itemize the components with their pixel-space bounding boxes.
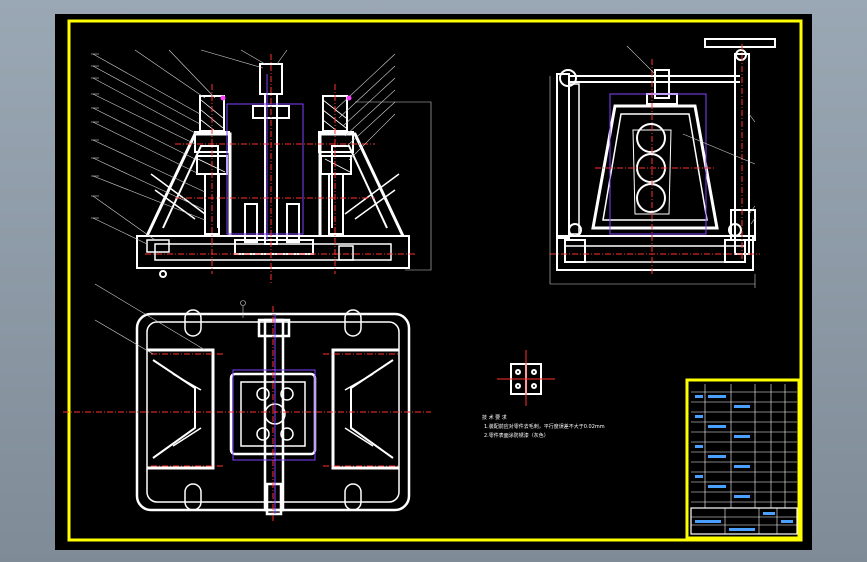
front-view xyxy=(136,63,410,278)
top-centerlines xyxy=(63,306,431,522)
assembly-drawing xyxy=(63,19,803,542)
cad-drawing-viewport[interactable]: 技 术 要 求 1.装配前应对零件去毛刺，平行度误差不大于0.02mm 2.零件… xyxy=(55,14,812,550)
top-leader-lines xyxy=(94,283,246,355)
top-hidden-lines xyxy=(232,314,316,514)
front-marker-left xyxy=(220,95,226,101)
detail-centerlines xyxy=(497,350,555,406)
front-hatching xyxy=(197,99,351,173)
side-leader-lines xyxy=(549,45,756,288)
technical-requirements-title: 技 术 要 求 xyxy=(482,415,507,421)
front-hidden-lines xyxy=(226,74,304,240)
side-centerlines xyxy=(550,44,760,276)
front-leader-lines xyxy=(91,49,432,271)
side-view xyxy=(556,38,776,271)
title-block xyxy=(685,378,801,540)
technical-requirement-line: 1.装配前应对零件去毛刺，平行度误差不大于0.02mm xyxy=(484,424,605,430)
side-hidden-lines xyxy=(609,93,707,235)
technical-requirement-line: 2.零件表面涂防锈漆（灰色） xyxy=(484,433,549,439)
front-marker-right xyxy=(346,95,352,101)
front-centerlines xyxy=(145,54,415,284)
drawing-border xyxy=(67,19,803,542)
